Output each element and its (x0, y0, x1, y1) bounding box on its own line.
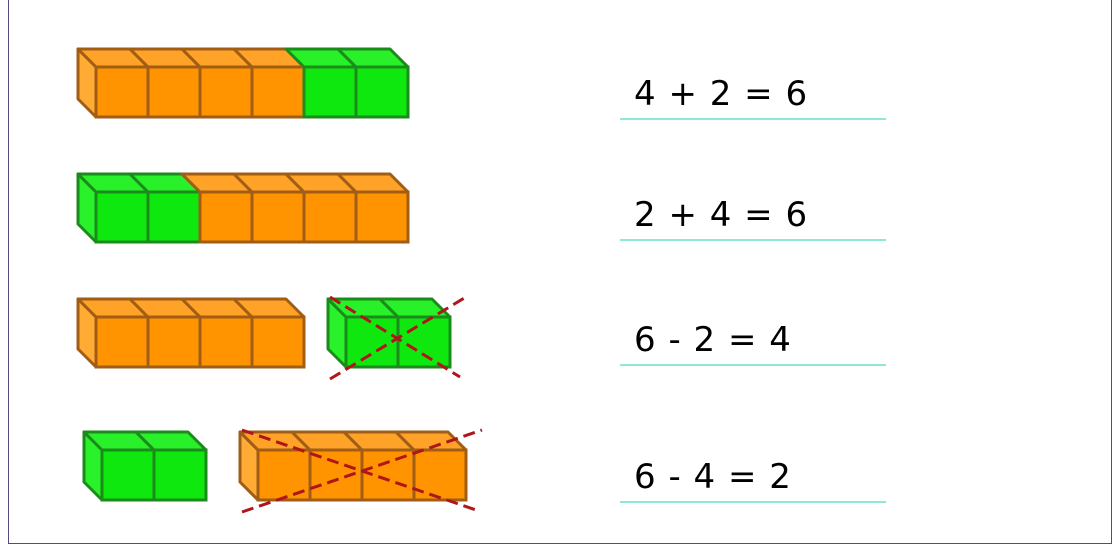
cube-front-face (252, 67, 304, 117)
equation-row-2: 2 + 4 = 6 (620, 201, 886, 241)
equation-text: 4 + 2 = 6 (634, 74, 808, 114)
cube-group (78, 174, 408, 242)
cube-front-face (252, 192, 304, 242)
cube-group (328, 297, 466, 379)
cube-front-face (346, 317, 398, 367)
cube-front-face (148, 317, 200, 367)
cube-group (78, 299, 304, 367)
cube-front-face (304, 67, 356, 117)
equation-underline (620, 501, 886, 503)
cube-front-face (148, 192, 200, 242)
equation-text: 2 + 4 = 6 (634, 195, 808, 235)
cube-front-face (96, 192, 148, 242)
equation-row-3: 6 - 2 = 4 (620, 326, 886, 366)
equation-underline (620, 364, 886, 366)
cube-front-face (102, 450, 154, 500)
cube-front-face (200, 192, 252, 242)
equation-underline (620, 118, 886, 120)
equation-underline (620, 239, 886, 241)
cube-front-face (154, 450, 206, 500)
cube-front-face (96, 317, 148, 367)
cube-front-face (398, 317, 450, 367)
equation-row-1: 4 + 2 = 6 (620, 80, 886, 120)
cube-group (240, 430, 482, 512)
cube-front-face (356, 67, 408, 117)
cube-front-face (148, 67, 200, 117)
cube-front-face (96, 67, 148, 117)
equation-text: 6 - 4 = 2 (634, 457, 792, 497)
equation-row-4: 6 - 4 = 2 (620, 463, 886, 503)
cube-front-face (252, 317, 304, 367)
cube-front-face (200, 67, 252, 117)
cube-front-face (356, 192, 408, 242)
equation-text: 6 - 2 = 4 (634, 320, 792, 360)
cube-front-face (304, 192, 356, 242)
cube-group (84, 432, 206, 500)
cube-group (78, 49, 408, 117)
cube-front-face (200, 317, 252, 367)
